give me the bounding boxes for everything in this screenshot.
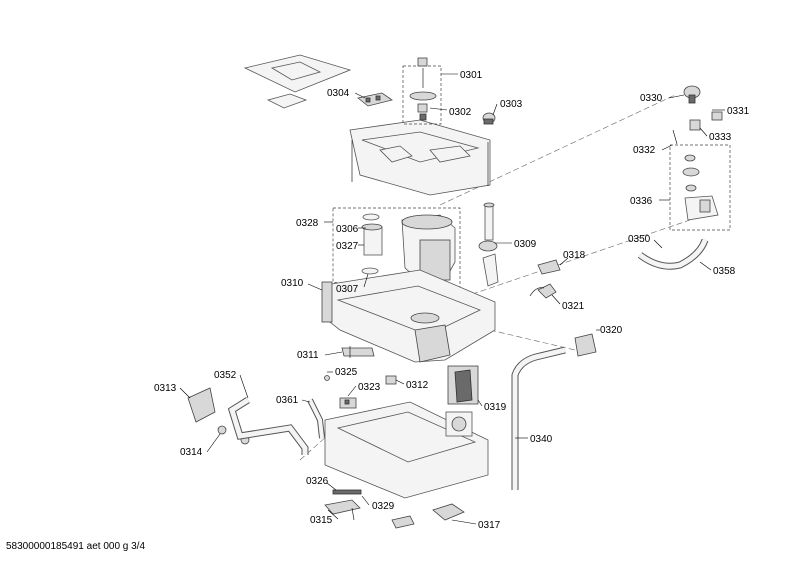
label-0352: 0352 bbox=[214, 370, 237, 381]
label-0327: 0327 bbox=[336, 241, 359, 252]
label-0307: 0307 bbox=[336, 284, 359, 295]
label-0309: 0309 bbox=[514, 239, 537, 250]
label-0328: 0328 bbox=[296, 218, 319, 229]
part-0321 bbox=[529, 283, 557, 299]
part-0320 bbox=[574, 333, 597, 357]
part-labels: 0301 0302 0303 0304 0306 0307 0309 0310 … bbox=[154, 70, 750, 531]
label-0336: 0336 bbox=[630, 196, 653, 207]
assembly-0302 bbox=[402, 57, 442, 125]
label-0361: 0361 bbox=[276, 395, 299, 406]
part-0303 bbox=[482, 112, 496, 125]
part-0318 bbox=[537, 259, 561, 275]
part-0329 bbox=[391, 515, 415, 529]
part-0309 bbox=[478, 202, 499, 287]
part-0333 bbox=[689, 119, 701, 131]
upper-housing bbox=[349, 119, 491, 196]
part-0330 bbox=[683, 85, 701, 104]
label-0321: 0321 bbox=[562, 301, 585, 312]
label-0330: 0330 bbox=[640, 93, 663, 104]
label-0310: 0310 bbox=[281, 278, 304, 289]
label-0318: 0318 bbox=[563, 250, 586, 261]
part-0313 bbox=[187, 387, 216, 423]
lid-plate bbox=[243, 54, 352, 109]
hose-0350 bbox=[637, 238, 709, 270]
part-0317 bbox=[432, 503, 465, 521]
label-0306: 0306 bbox=[336, 224, 359, 235]
hose-0340 bbox=[511, 346, 566, 490]
label-0333: 0333 bbox=[709, 132, 732, 143]
label-0304: 0304 bbox=[327, 88, 350, 99]
label-0317: 0317 bbox=[478, 520, 501, 531]
hose-0352 bbox=[227, 397, 309, 455]
label-0302: 0302 bbox=[449, 107, 472, 118]
part-0331 bbox=[711, 111, 723, 121]
label-0314: 0314 bbox=[180, 447, 203, 458]
label-0313: 0313 bbox=[154, 383, 177, 394]
label-0319: 0319 bbox=[484, 402, 507, 413]
part-0312 bbox=[385, 375, 397, 385]
part-0332 bbox=[672, 129, 678, 145]
label-0332: 0332 bbox=[633, 145, 656, 156]
label-0311: 0311 bbox=[297, 350, 319, 361]
part-0311 bbox=[341, 346, 375, 358]
assembly-0336 bbox=[669, 144, 731, 231]
label-0326: 0326 bbox=[306, 476, 329, 487]
base-frame bbox=[321, 269, 496, 363]
label-0350: 0350 bbox=[628, 234, 651, 245]
label-0320: 0320 bbox=[600, 325, 623, 336]
part-0315 bbox=[324, 499, 361, 521]
label-0358: 0358 bbox=[713, 266, 736, 277]
part-0319 bbox=[445, 365, 479, 437]
label-0329: 0329 bbox=[372, 501, 395, 512]
label-0301: 0301 bbox=[460, 70, 483, 81]
label-0312: 0312 bbox=[406, 380, 429, 391]
part-0304 bbox=[357, 92, 393, 107]
leader-lines bbox=[179, 73, 725, 525]
label-0315: 0315 bbox=[310, 515, 333, 526]
label-0325: 0325 bbox=[335, 367, 358, 378]
part-0361 bbox=[307, 398, 325, 439]
part-0325 bbox=[324, 375, 330, 381]
label-0303: 0303 bbox=[500, 99, 523, 110]
part-0323 bbox=[339, 397, 357, 409]
label-0331: 0331 bbox=[727, 106, 750, 117]
label-0323: 0323 bbox=[358, 382, 381, 393]
label-0340: 0340 bbox=[530, 434, 553, 445]
document-code: 58300000185491 aet 000 g 3/4 bbox=[6, 541, 146, 552]
part-0326 bbox=[332, 489, 362, 495]
